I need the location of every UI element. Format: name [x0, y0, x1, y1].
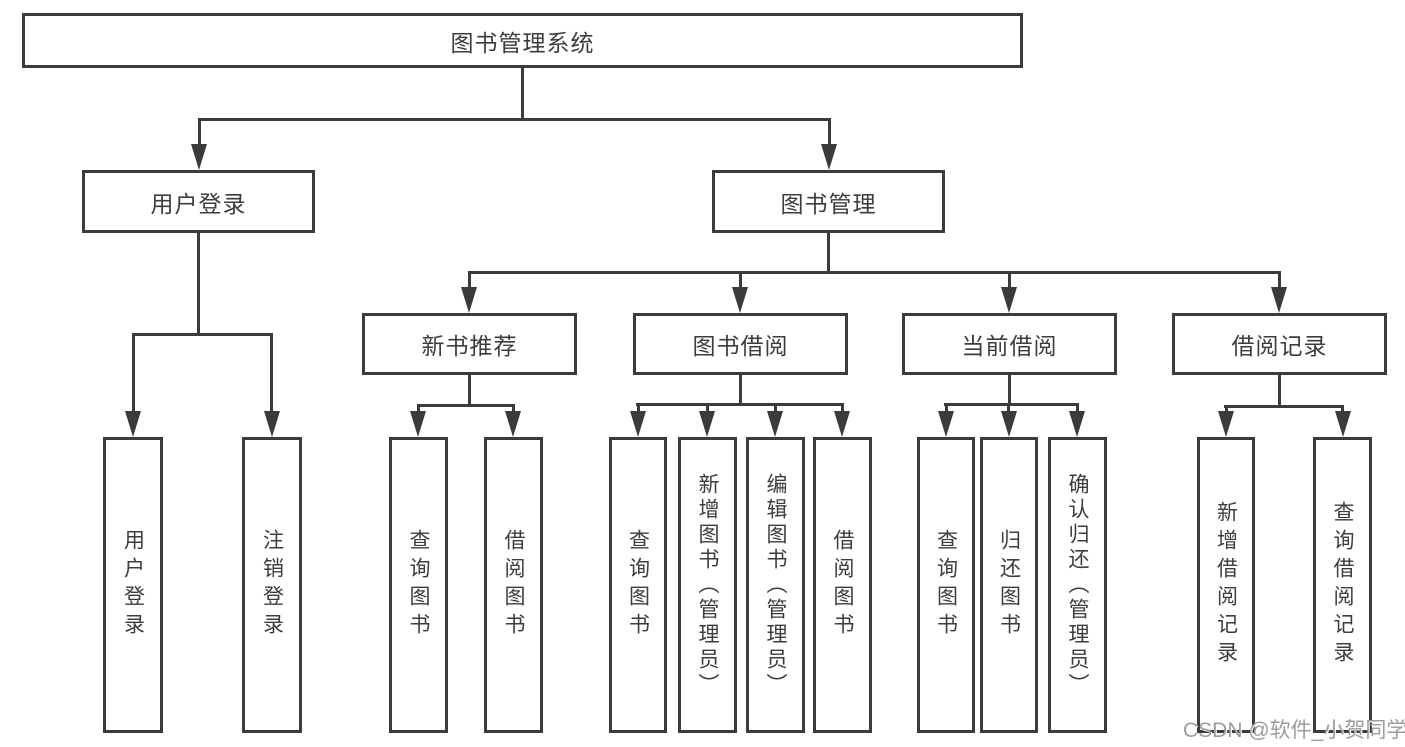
arrow-down-icon [821, 144, 837, 170]
arrow-down-icon [1271, 287, 1287, 313]
connector-line [945, 403, 948, 413]
arrow-down-icon [834, 411, 850, 437]
arrow-down-icon [125, 411, 141, 437]
connector-line [521, 68, 524, 118]
leaf-query-book-1: 查询图书 [389, 437, 448, 733]
leaf-query-book-1-label: 查询图书 [407, 529, 430, 641]
leaf-query-book-2-label: 查询图书 [626, 529, 650, 641]
connector-line [132, 333, 135, 411]
arrow-down-icon [191, 144, 207, 170]
connector-line [827, 233, 830, 273]
leaf-user-login: 用户登录 [103, 437, 163, 733]
arrow-down-icon [1001, 411, 1017, 437]
csdn-watermark: CSDN @软件_小贺同学 [1183, 719, 1405, 742]
leaf-return-book-label: 归还图书 [997, 529, 1021, 641]
arrow-down-icon [461, 287, 477, 313]
node-borrow-record: 借阅记录 [1172, 313, 1387, 375]
leaf-add-borrow-record: 新增借阅记录 [1197, 437, 1255, 733]
connector-line [512, 404, 515, 414]
connector-line [198, 118, 201, 146]
connector-line [944, 403, 1079, 406]
connector-line [828, 118, 831, 146]
node-book-borrow-label: 图书借阅 [692, 333, 789, 359]
connector-line [417, 404, 515, 407]
arrow-down-icon [699, 411, 715, 437]
node-book-management: 图书管理 [712, 170, 945, 233]
connector-line [841, 403, 844, 413]
leaf-borrow-book-2-label: 借阅图书 [831, 529, 854, 641]
connector-line [739, 375, 742, 405]
connector-line [198, 118, 831, 121]
leaf-borrow-book-2: 借阅图书 [813, 437, 872, 733]
connector-line [637, 403, 640, 413]
leaf-query-borrow-record-label: 查询借阅记录 [1331, 501, 1354, 669]
leaf-edit-book-label: 编辑图书（管理员） [764, 472, 787, 698]
arrow-down-icon [767, 411, 783, 437]
connector-line [1278, 375, 1281, 407]
node-new-book-recommend: 新书推荐 [362, 313, 577, 375]
node-current-borrow: 当前借阅 [902, 313, 1117, 375]
leaf-borrow-book-1-label: 借阅图书 [502, 529, 525, 641]
connector-line [417, 404, 420, 414]
leaf-add-book-label: 新增图书（管理员） [696, 472, 719, 698]
connector-line [197, 233, 200, 335]
leaf-return-book: 归还图书 [980, 437, 1038, 733]
arrow-down-icon [1335, 411, 1351, 437]
leaf-add-book: 新增图书（管理员） [678, 437, 737, 733]
connector-line [270, 333, 273, 411]
node-root-label: 图书管理系统 [450, 29, 595, 56]
node-root: 图书管理系统 [22, 13, 1023, 68]
connector-line [739, 271, 742, 287]
node-borrow-record-label: 借阅记录 [1231, 333, 1328, 359]
connector-line [1076, 403, 1079, 413]
node-current-borrow-label: 当前借阅 [961, 333, 1058, 359]
arrow-down-icon [410, 411, 426, 437]
arrow-down-icon [1069, 411, 1085, 437]
leaf-user-login-label: 用户登录 [121, 529, 145, 641]
leaf-confirm-return-label: 确认归还（管理员） [1066, 472, 1089, 698]
arrow-down-icon [1001, 287, 1017, 313]
leaf-query-borrow-record: 查询借阅记录 [1313, 437, 1372, 733]
node-book-management-label: 图书管理 [780, 190, 877, 217]
connector-line [1225, 405, 1228, 413]
leaf-query-book-3-label: 查询图书 [934, 529, 958, 641]
arrow-down-icon [630, 411, 646, 437]
connector-line [774, 403, 777, 413]
leaf-query-book-3: 查询图书 [917, 437, 975, 733]
node-user-login-label: 用户登录 [150, 190, 247, 217]
node-user-login: 用户登录 [82, 170, 315, 233]
connector-line [1008, 375, 1011, 405]
connector-line [1341, 405, 1344, 413]
connector-line [1278, 271, 1281, 287]
connector-line [132, 333, 273, 336]
leaf-confirm-return: 确认归还（管理员） [1048, 437, 1107, 733]
leaf-edit-book: 编辑图书（管理员） [746, 437, 805, 733]
connector-line [1224, 405, 1344, 408]
node-book-borrow: 图书借阅 [633, 313, 848, 375]
leaf-logout-label: 注销登录 [260, 529, 284, 641]
arrow-down-icon [264, 411, 280, 437]
node-new-book-recommend-label: 新书推荐 [421, 333, 518, 359]
leaf-add-borrow-record-label: 新增借阅记录 [1214, 501, 1238, 669]
leaf-logout: 注销登录 [242, 437, 302, 733]
connector-line [468, 271, 471, 287]
arrow-down-icon [938, 411, 954, 437]
connector-line [1008, 271, 1011, 287]
arrow-down-icon [505, 411, 521, 437]
leaf-borrow-book-1: 借阅图书 [484, 437, 543, 733]
connector-line [636, 403, 844, 406]
arrow-down-icon [1218, 411, 1234, 437]
connector-line [468, 375, 471, 406]
connector-line [706, 403, 709, 413]
connector-line [1007, 403, 1010, 413]
leaf-query-book-2: 查询图书 [609, 437, 667, 733]
connector-line [468, 271, 1281, 274]
arrow-down-icon [732, 287, 748, 313]
